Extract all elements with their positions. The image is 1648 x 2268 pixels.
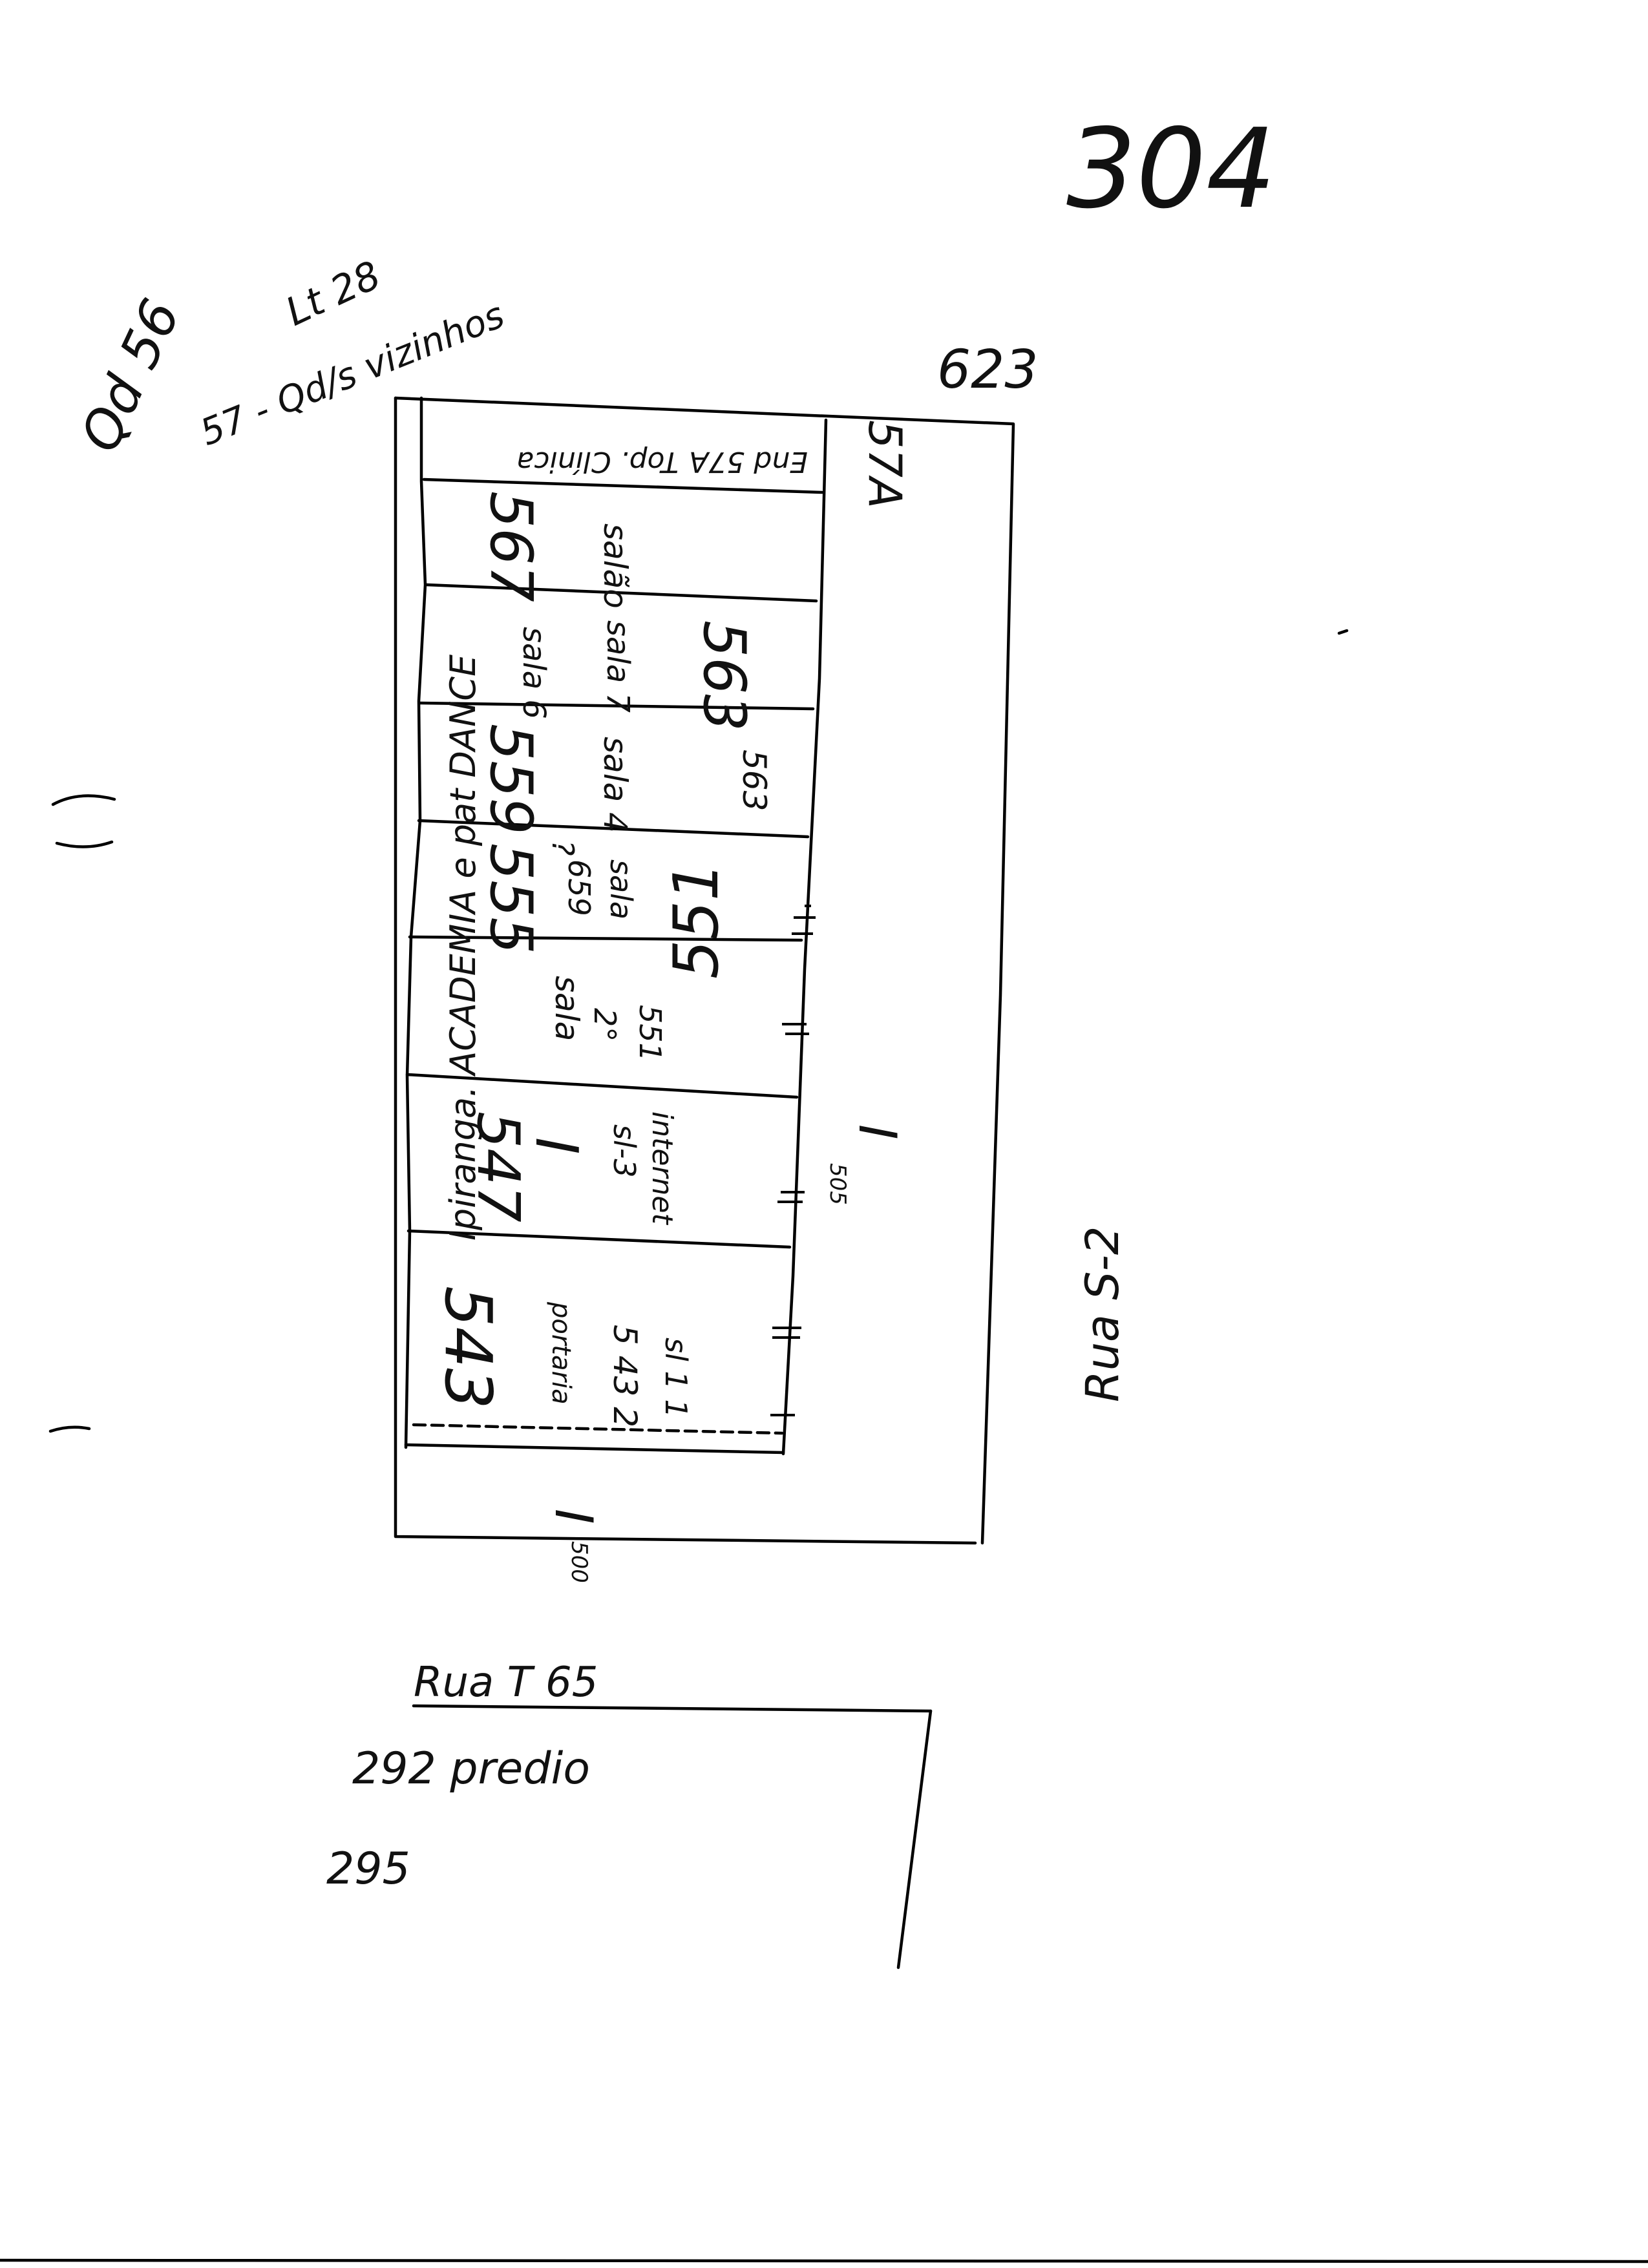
stray-mark — [1337, 629, 1349, 635]
street-bottom: Rua T 65 — [414, 1659, 598, 1706]
bottom-note-2: 295 — [326, 1843, 410, 1895]
room-555-note-2: 659 — [562, 859, 597, 916]
room-547-note-2: internet — [646, 1111, 679, 1225]
tick-marks — [770, 905, 816, 1416]
room-543-note-2: 5 43 2 — [606, 1325, 644, 1427]
room-555-note-3: ? — [545, 840, 580, 856]
stray-mark — [48, 1425, 91, 1433]
room-top-note-2: Top. Clínica — [516, 445, 679, 478]
page-bottom-edge — [0, 2258, 1648, 2263]
room-551-note-3: 551 — [633, 1005, 668, 1062]
room-547-floor: I — [522, 1137, 590, 1155]
room-number-559: 559 — [477, 724, 545, 835]
stray-mark — [51, 794, 116, 806]
floor-label-lower-sub: 500 — [566, 1541, 592, 1583]
room-number-543: 543 — [430, 1286, 506, 1409]
room-number-567: 567 — [477, 491, 545, 602]
room-number-547: 547 — [464, 1111, 532, 1223]
room-543-note: portaria — [546, 1301, 576, 1405]
room-dividers — [405, 478, 824, 1435]
room-number-555: 555 — [477, 843, 545, 954]
room-559-note: sala 4 — [597, 737, 634, 833]
bottom-note-1: 292 predio — [352, 1743, 590, 1794]
bottom-lot-outline — [412, 1704, 933, 1969]
room-555-note: sala — [604, 859, 639, 919]
dimension-top: 623 — [937, 339, 1039, 401]
room-563-note: sala 6 — [516, 627, 552, 719]
room-567-note: salão — [597, 523, 634, 609]
room-543-note-3: sl 1 1 — [659, 1338, 693, 1418]
room-559-note-2: 563 — [735, 750, 773, 811]
floor-label-lower: I — [544, 1509, 604, 1524]
room-551-note-2: 2° — [587, 1008, 622, 1042]
room-551-note: sala — [548, 976, 586, 1041]
lot-outline — [394, 396, 1015, 1545]
building-sign: Ipiranga. ACADEMIA e pat DANCE — [443, 654, 483, 1241]
page-number: 304 — [1066, 105, 1276, 233]
room-547-note: sl-3 — [607, 1124, 642, 1178]
note-lote: Lt 28 — [279, 253, 388, 335]
room-number-551: 551 — [661, 862, 732, 979]
room-number-563: 563 — [690, 620, 758, 731]
room-top-note: End 57A — [689, 445, 808, 478]
floor-label-right: I — [847, 1124, 907, 1140]
room-563-note-2: sala 7 — [600, 620, 636, 713]
stray-mark — [55, 840, 114, 848]
floor-label-right-sub: 505 — [825, 1163, 850, 1205]
street-right: Rua S-2 — [1076, 1226, 1129, 1402]
note-quadra: Qd 56 — [69, 290, 192, 461]
note-vizinhos: 57 - Qd/s vizinhos — [195, 294, 511, 454]
dimension-right: 57A — [858, 420, 911, 509]
